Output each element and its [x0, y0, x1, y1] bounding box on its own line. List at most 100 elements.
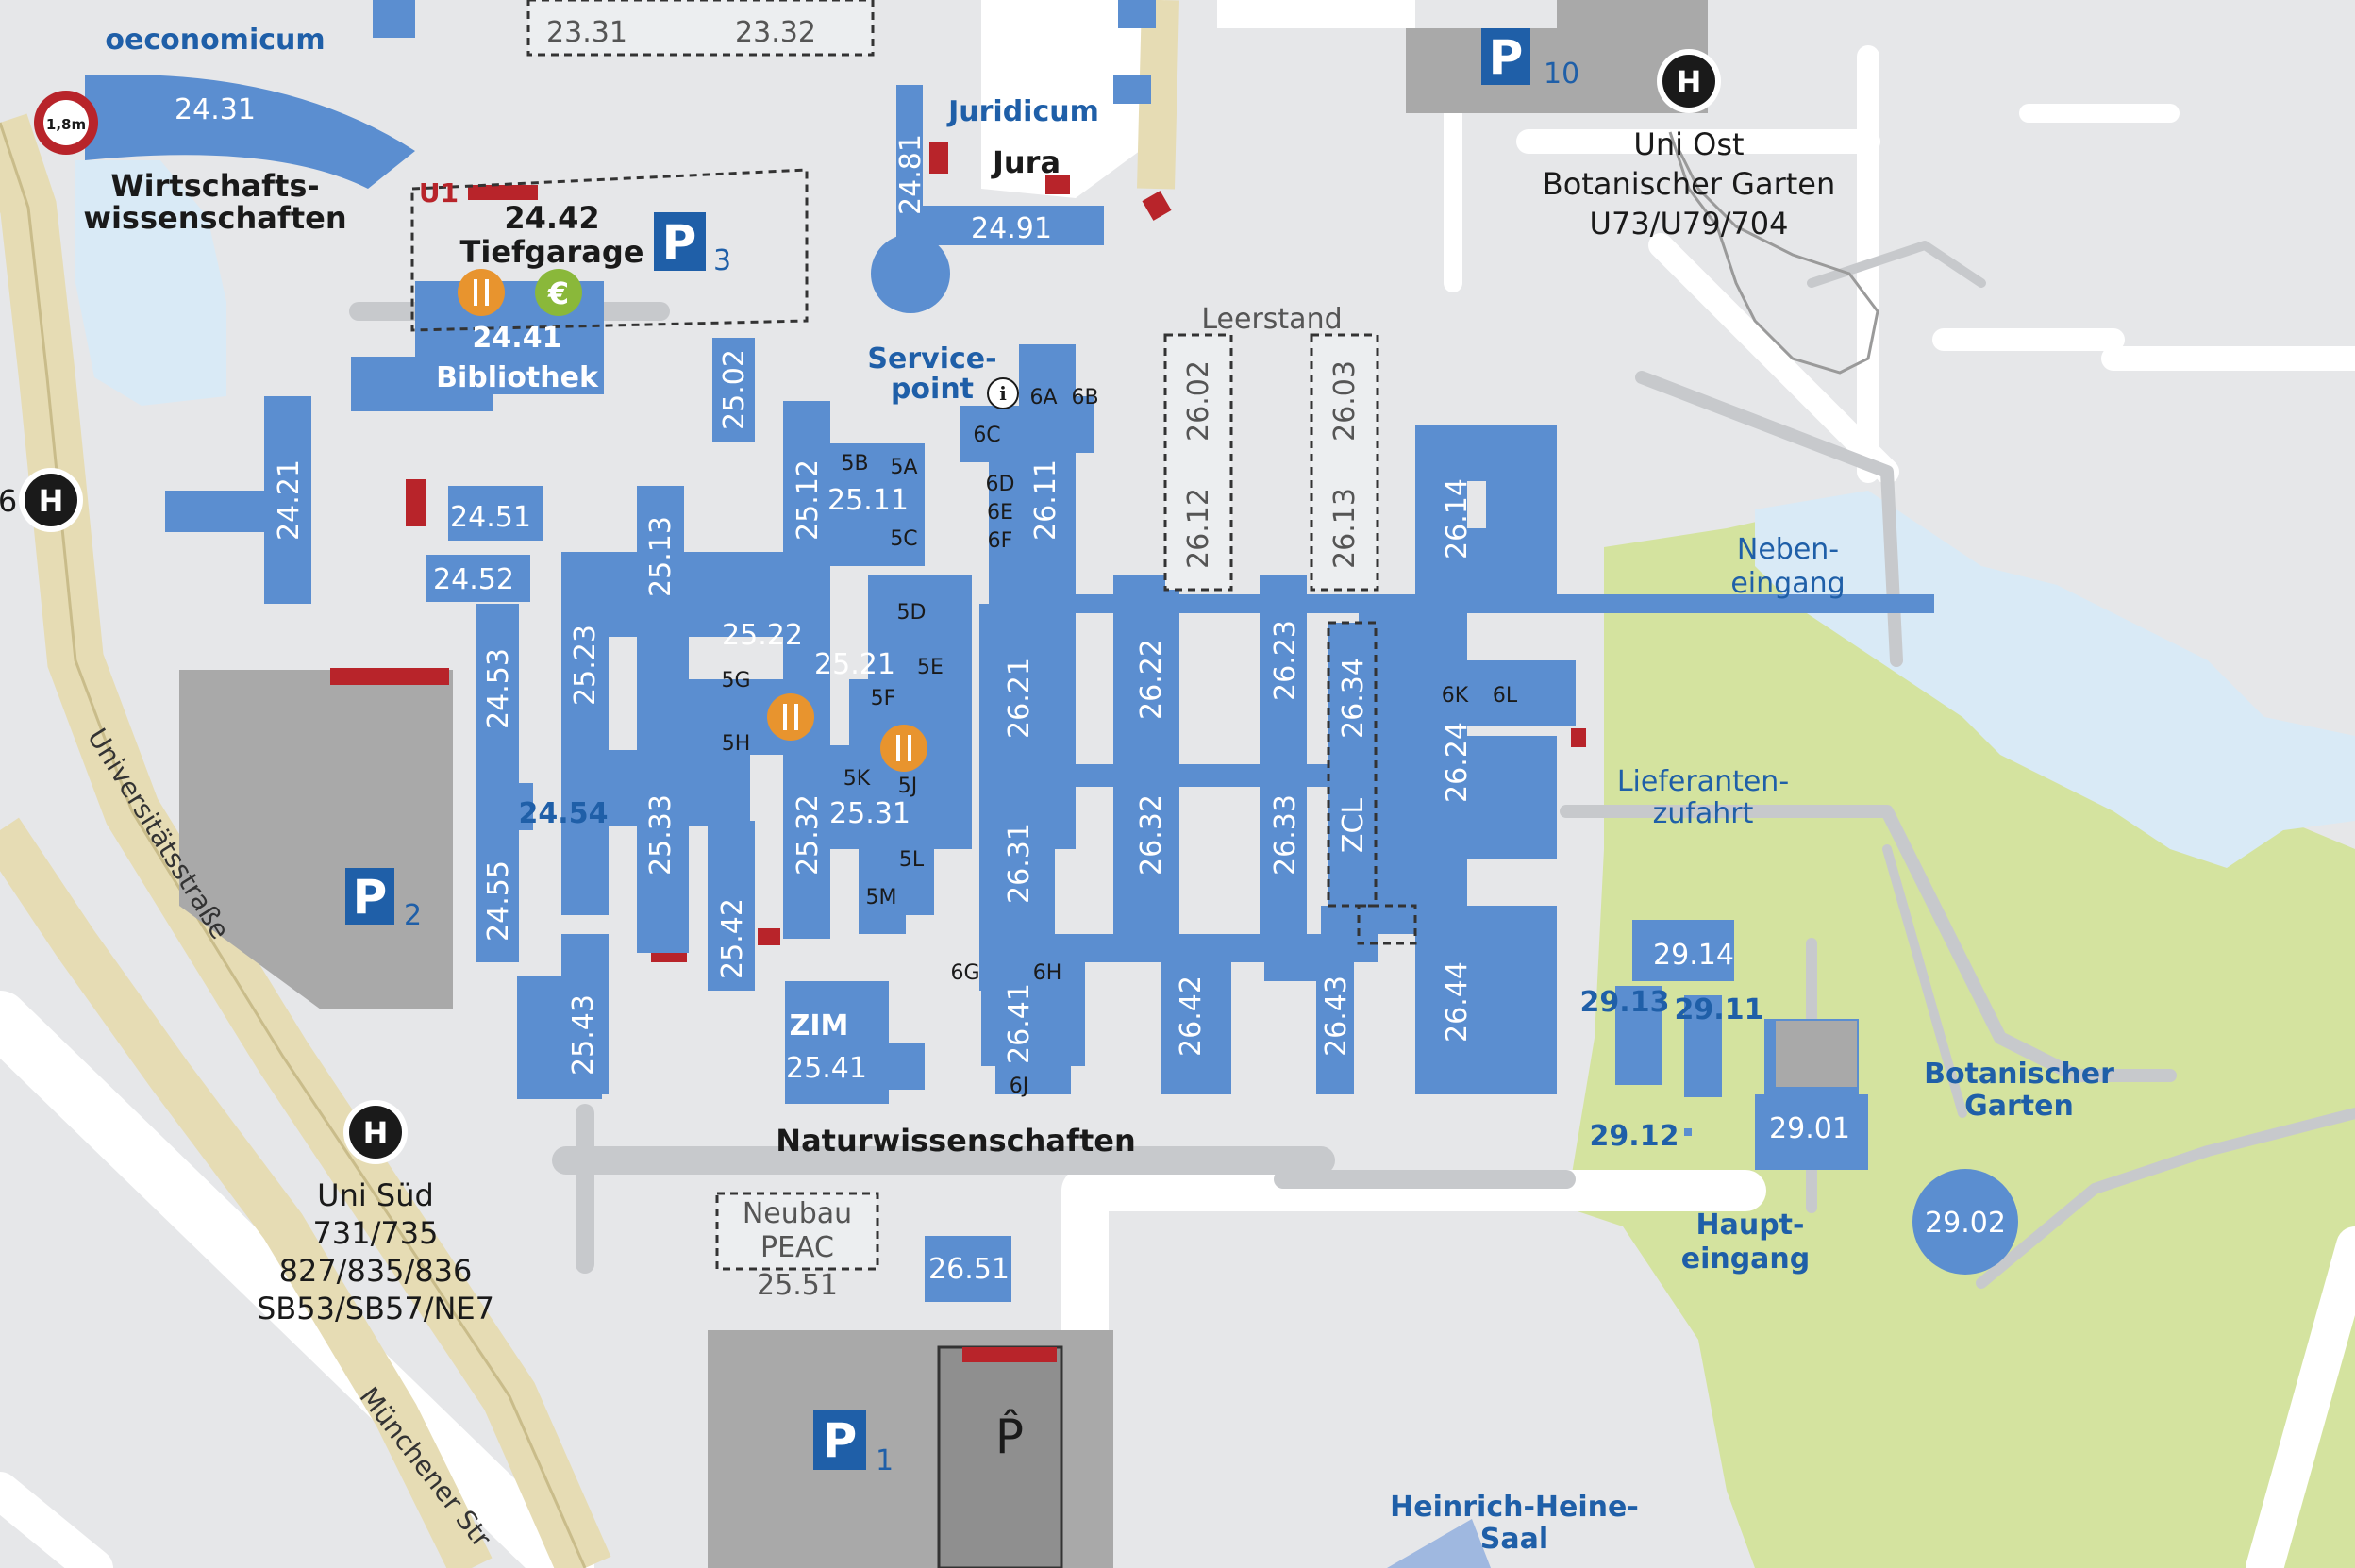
- parking-garage-hat: [937, 1345, 1063, 1568]
- bldg-26-02: 26.02: [1182, 360, 1215, 442]
- label-heine-1: Heinrich-Heine-: [1390, 1491, 1639, 1524]
- bldg-26-14: 26.14: [1441, 478, 1474, 559]
- bldg-25-11: 25.11: [827, 484, 909, 517]
- bldg-29-02: 29.02: [1925, 1207, 2006, 1240]
- label-bot-2: Garten: [1964, 1090, 2074, 1123]
- bldg-25-41: 25.41: [786, 1052, 867, 1085]
- bldg-26-11: 26.11: [1029, 459, 1062, 541]
- label-wiwi-1: Wirtschafts-: [110, 168, 319, 204]
- bldg-29-12: 29.12: [1590, 1120, 1679, 1153]
- tiefgarage-outline: [410, 168, 809, 332]
- wing-6j: 6J: [1010, 1075, 1029, 1098]
- campus-paths: [349, 241, 2355, 1289]
- building-24-91: [920, 206, 1104, 245]
- dashed-buildings: [526, 0, 1379, 1271]
- label-bibliothek: Bibliothek: [436, 361, 599, 394]
- stop-ost-2: Botanischer Garten: [1543, 166, 1836, 202]
- stop-west-partial: 6: [0, 483, 17, 519]
- euro-glyph: €: [547, 275, 569, 311]
- bldg-26-41: 26.41: [1003, 983, 1036, 1064]
- building-24-31: [85, 75, 415, 189]
- parking-sign-2: [345, 868, 394, 925]
- label-leerstand: Leerstand: [1201, 303, 1342, 336]
- parking-p-3: P: [662, 215, 697, 270]
- bldg-25-12: 25.12: [792, 459, 825, 541]
- bldg-26-43: 26.43: [1320, 976, 1353, 1057]
- building-25-23: [561, 552, 609, 915]
- building-29-13: [1615, 986, 1662, 1085]
- label-lief-1: Lieferanten-: [1617, 765, 1789, 798]
- pond-west: [75, 160, 226, 406]
- parking-sign-3: [654, 212, 706, 271]
- bldg-29-14: 29.14: [1653, 939, 1734, 972]
- bldg-24-53: 24.53: [482, 648, 515, 729]
- white-area-top: [1217, 0, 1415, 28]
- label-wiwi-2: wissenschaften: [83, 200, 346, 236]
- stop-h-ost: H: [1677, 64, 1702, 100]
- bldg-25-22: 25.22: [722, 619, 803, 652]
- label-tiefgarage-num: 24.42: [504, 200, 599, 236]
- bldg-24-52: 24.52: [433, 563, 514, 596]
- bldg-24-91: 24.91: [971, 212, 1052, 245]
- building-26-43: [1316, 943, 1354, 1094]
- euro-icon: [535, 269, 582, 316]
- bldg-25-13: 25.13: [644, 516, 677, 597]
- bus-stops: [19, 49, 1721, 1164]
- label-service-1: Service-: [867, 342, 996, 375]
- building-26-23: [1260, 575, 1307, 962]
- parking-p-1: P: [823, 1413, 858, 1468]
- building-26-34-zcl: [1327, 621, 1378, 908]
- bldg-26-44: 26.44: [1441, 961, 1474, 1043]
- building-29-11: [1684, 995, 1722, 1097]
- wing-5j: 5J: [898, 775, 918, 798]
- bldg-26-03: 26.03: [1328, 360, 1361, 442]
- building-26-51: [925, 1236, 1011, 1302]
- bldg-26-21: 26.21: [1003, 658, 1036, 739]
- building-24-51: [448, 486, 543, 541]
- wing-5a: 5A: [890, 456, 917, 479]
- label-bot-1: Botanischer: [1924, 1058, 2114, 1091]
- wing-5g: 5G: [721, 669, 750, 692]
- parking-num-10: 10: [1544, 58, 1579, 91]
- building-24-21: [264, 396, 311, 604]
- building-26-02: [1163, 333, 1233, 592]
- bldg-25-43: 25.43: [567, 994, 600, 1076]
- label-juridicum: Juridicum: [946, 95, 1099, 128]
- parking-sign-10: [1481, 28, 1530, 85]
- label-haupt-1: Haupt-: [1696, 1209, 1805, 1242]
- label-neubau-1: Neubau: [743, 1197, 852, 1230]
- white-area: [981, 0, 1165, 198]
- bldg-25-21: 25.21: [814, 648, 895, 681]
- parking-hat-p: P̂: [995, 1409, 1024, 1464]
- stop-sued-1: Uni Süd: [317, 1177, 434, 1213]
- stop-sued-4: SB53/SB57/NE7: [257, 1291, 494, 1326]
- bldg-26-24: 26.24: [1441, 722, 1474, 803]
- parking-p-2: P: [353, 870, 388, 925]
- building-26-32: [1113, 604, 1179, 958]
- parking-signs: [345, 28, 1530, 1470]
- bldg-25-31: 25.31: [829, 797, 910, 830]
- street-edge: [0, 122, 587, 1568]
- wing-6e: 6E: [987, 501, 1013, 525]
- building-24-21-west: [165, 491, 269, 532]
- label-neubau-2: PEAC: [760, 1231, 834, 1264]
- building-26-03: [1310, 333, 1379, 592]
- restaurant-icon: [880, 725, 927, 772]
- wing-6f: 6F: [988, 529, 1013, 553]
- bldg-25-02: 25.02: [718, 349, 751, 430]
- bldg-26-23: 26.23: [1269, 620, 1302, 701]
- parking-num-1: 1: [876, 1444, 894, 1477]
- stop-sued-3: 827/835/836: [279, 1253, 473, 1289]
- label-neben-1: Neben-: [1737, 533, 1839, 566]
- wing-5l: 5L: [899, 848, 925, 872]
- bldg-25-32: 25.32: [792, 794, 825, 876]
- building-29-02: [1912, 1169, 2018, 1275]
- bldg-25-33: 25.33: [644, 794, 677, 876]
- label-neubau-3: 25.51: [757, 1269, 838, 1302]
- label-bibliothek-num: 24.41: [473, 322, 562, 355]
- building-24-54: [476, 783, 533, 830]
- building-neubau-peac: [715, 1192, 879, 1271]
- label-zim: ZIM: [790, 1009, 849, 1043]
- bldg-29-11: 29.11: [1675, 993, 1764, 1026]
- wing-6g: 6G: [950, 961, 979, 985]
